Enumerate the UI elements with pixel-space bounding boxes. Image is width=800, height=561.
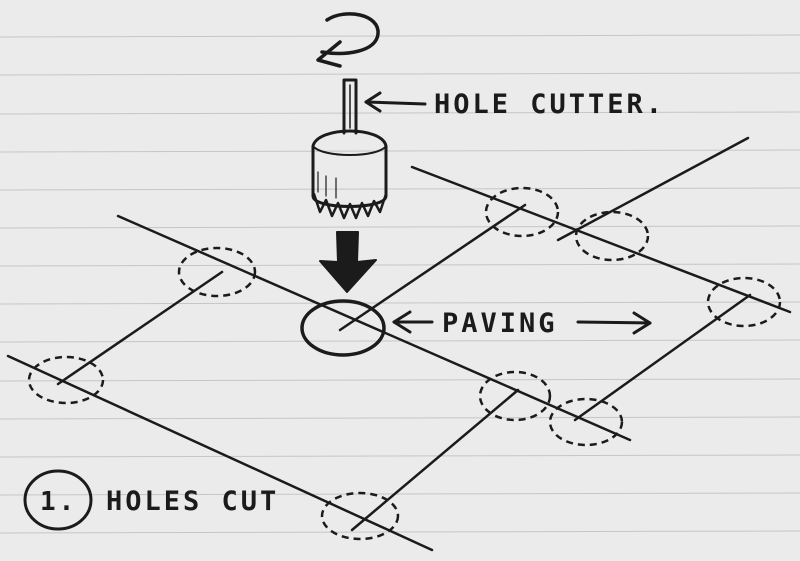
dashed-hole — [548, 397, 624, 447]
dashed-hole — [27, 355, 105, 405]
hole-cutter-label: HOLE CUTTER. — [434, 89, 665, 120]
dashed-hole — [706, 276, 782, 328]
paving-label: PAVING — [442, 308, 558, 339]
ruled-lines — [0, 34, 800, 534]
paving-line-lower-right — [573, 293, 752, 422]
dashed-hole — [177, 246, 257, 298]
rotation-arrow-icon — [316, 12, 380, 68]
step-caption: HOLES CUT — [106, 486, 279, 517]
cutter-teeth — [312, 192, 388, 220]
dashed-hole — [484, 186, 560, 238]
dashed-hole — [478, 370, 552, 422]
paving-line-far-right — [556, 136, 750, 242]
paving-arrows — [392, 310, 652, 335]
hole-being-cut — [300, 299, 386, 357]
paving-line-top-left — [116, 214, 632, 442]
dashed-holes — [27, 186, 782, 541]
down-arrow-icon — [319, 231, 377, 293]
hole-cutter-tool — [311, 78, 388, 220]
dashed-hole — [574, 210, 650, 262]
step-number: 1. — [40, 487, 77, 517]
step-number-circle — [23, 469, 93, 531]
paving-line-top-right — [410, 165, 792, 314]
hole-cutter-pointer — [364, 91, 427, 113]
dashed-hole — [320, 491, 400, 541]
paving-line-bottom-left — [6, 354, 434, 552]
